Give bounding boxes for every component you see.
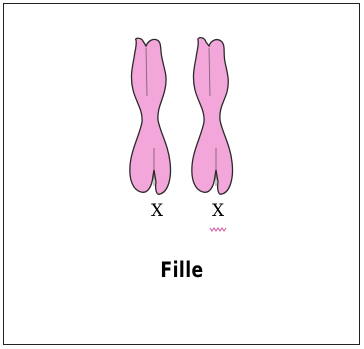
chromosome-label-left: X (151, 203, 163, 220)
chromosome-label-right: X (212, 203, 224, 220)
chromosome-x-right (186, 36, 244, 206)
chromosome-x-right-shape (186, 36, 244, 206)
chromosome-x-left-body (130, 38, 171, 194)
chromosome-x-right-body (192, 38, 233, 195)
caption-text: Fille (33, 258, 331, 282)
chromosome-x-left (124, 36, 182, 206)
chromosome-x-left-shape (124, 36, 182, 206)
squiggle-underline-mark (209, 225, 229, 233)
